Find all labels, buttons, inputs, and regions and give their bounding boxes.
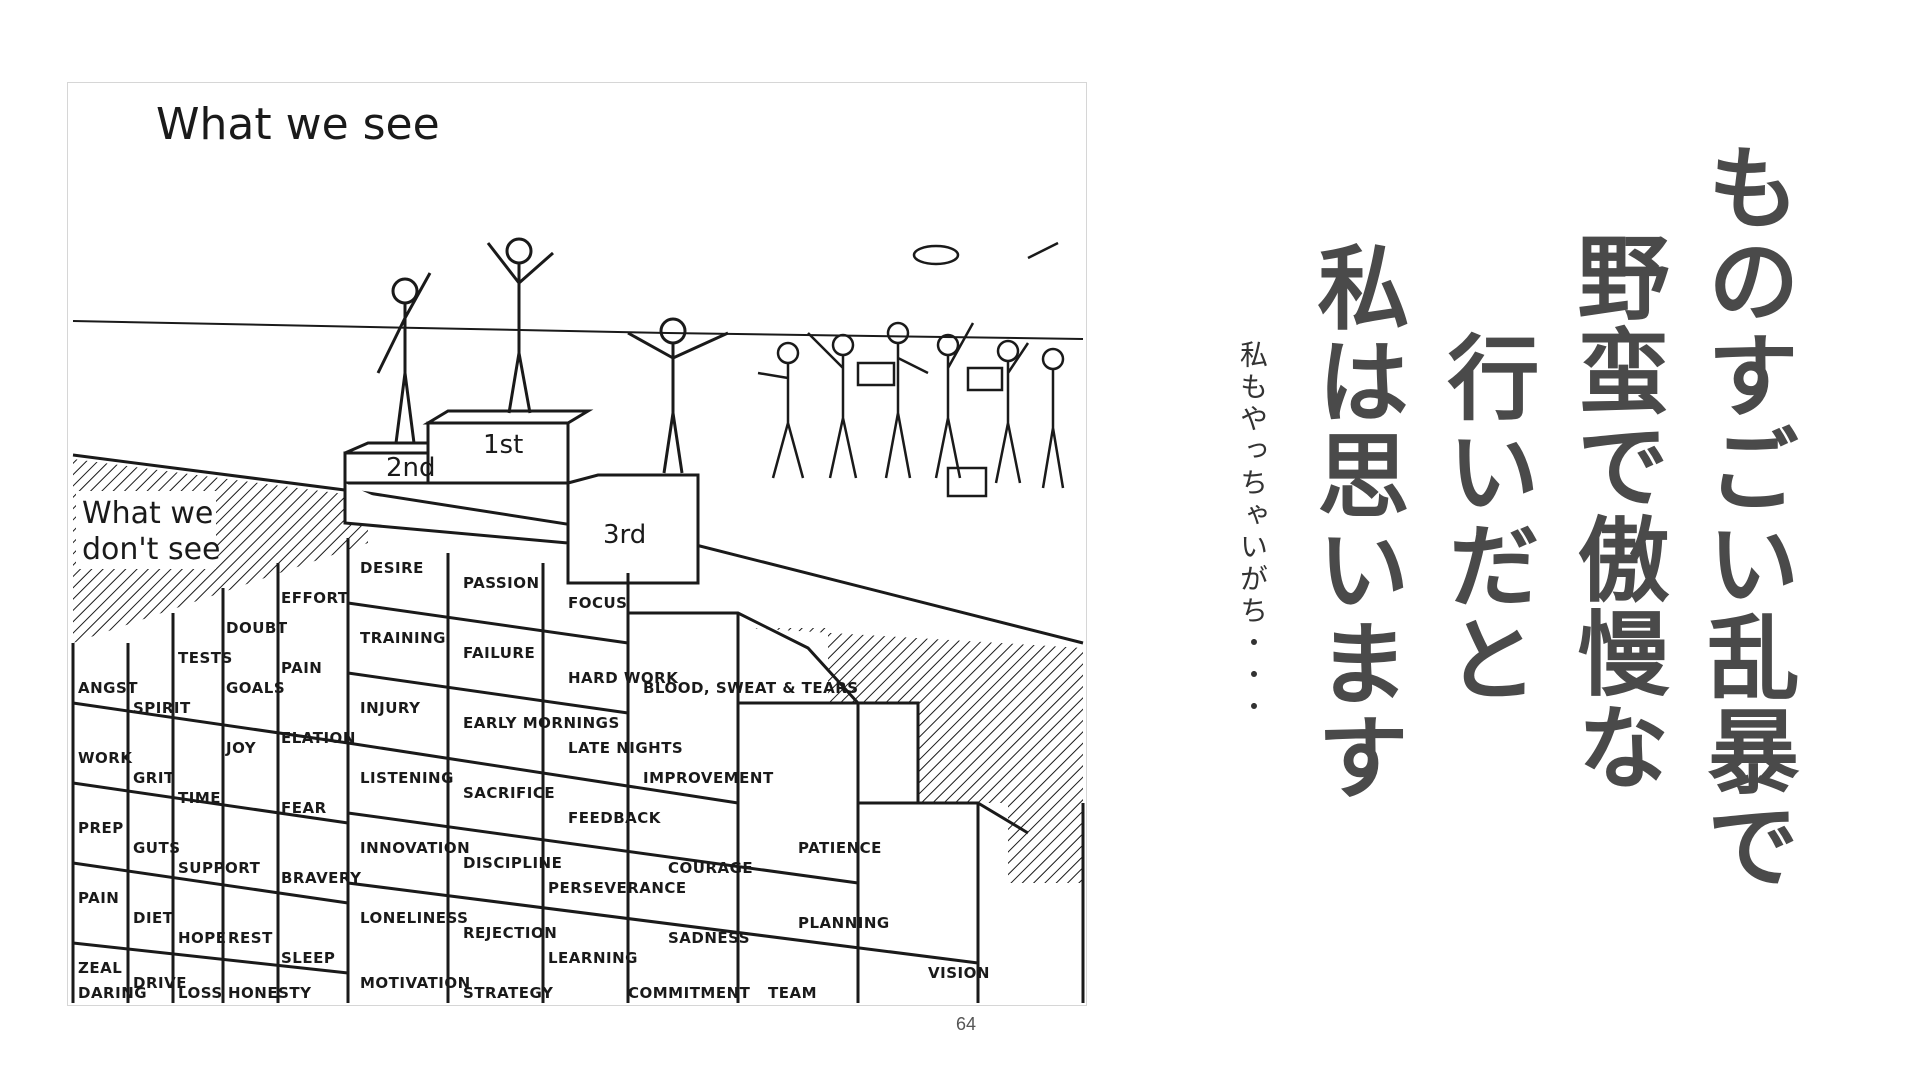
block-word: FOCUS xyxy=(568,594,628,612)
title-line-4: 私は思います xyxy=(1302,240,1410,804)
block-word: LONELINESS xyxy=(360,909,468,927)
spectators xyxy=(757,241,1065,498)
block-word: REST xyxy=(228,929,273,947)
athletes xyxy=(376,237,729,474)
block-word: PERSEVERANCE xyxy=(548,879,687,897)
block-word: WORK xyxy=(78,749,133,767)
block-word: FEEDBACK xyxy=(568,809,662,827)
block-word: TIME xyxy=(178,789,221,807)
block-word: SADNESS xyxy=(668,929,750,947)
block-word: TRAINING xyxy=(360,629,446,647)
block-word: SLEEP xyxy=(281,949,335,967)
block-word: FAILURE xyxy=(463,644,535,662)
block-word: GUTS xyxy=(133,839,181,857)
block-word: DESIRE xyxy=(360,559,424,577)
block-word: STRATEGY xyxy=(463,984,554,1002)
block-word: COMMITMENT xyxy=(628,984,751,1002)
podium xyxy=(343,409,700,585)
block-word: PLANNING xyxy=(798,914,890,932)
block-word: PREP xyxy=(78,819,124,837)
block-word: BRAVERY xyxy=(281,869,362,887)
block-word: DRIVE xyxy=(133,974,187,992)
block-word: SACRIFICE xyxy=(463,784,555,802)
block-word: PAIN xyxy=(78,889,119,907)
block-word: ZEAL xyxy=(78,959,122,977)
title-line-3: 行いだと xyxy=(1432,330,1540,706)
block-word: SUPPORT xyxy=(178,859,261,877)
block-word: BLOOD, SWEAT & TEARS xyxy=(643,679,859,697)
block-word: GOALS xyxy=(226,679,285,697)
block-word: HONESTY xyxy=(228,984,312,1002)
block-word: GRIT xyxy=(133,769,175,787)
block-word: EARLY MORNINGS xyxy=(463,714,620,732)
block-word: EFFORT xyxy=(281,589,349,607)
side-note: 私もやっちゃいがち・・・ xyxy=(1236,340,1269,724)
podium-second-label: 2nd xyxy=(386,453,436,483)
page-number: 64 xyxy=(955,1014,977,1034)
block-word: PAIN xyxy=(281,659,322,677)
block-word: TESTS xyxy=(178,649,233,667)
block-word: VISION xyxy=(928,964,990,982)
what-we-see-illustration: 2nd 1st 3rd xyxy=(67,82,1087,1006)
block-word: INNOVATION xyxy=(360,839,470,857)
block-word: LEARNING xyxy=(548,949,638,967)
podium-first-label: 1st xyxy=(483,430,523,460)
block-word: JOY xyxy=(225,739,257,757)
block-word: PASSION xyxy=(463,574,540,592)
block-word: MOTIVATION xyxy=(360,974,471,992)
underground-blocks xyxy=(71,538,1085,1003)
block-word: FEAR xyxy=(281,799,327,817)
block-word: PATIENCE xyxy=(798,839,882,857)
block-word: DIET xyxy=(133,909,174,927)
block-word: LISTENING xyxy=(360,769,454,787)
podium-third-label: 3rd xyxy=(603,520,646,550)
block-word: LATE NIGHTS xyxy=(568,739,683,757)
block-word: REJECTION xyxy=(463,924,557,942)
what-we-dont-see-heading-line2: don't see xyxy=(82,532,221,567)
block-word: INJURY xyxy=(360,699,421,717)
block-word: DISCIPLINE xyxy=(463,854,562,872)
block-word: LOSS xyxy=(178,984,223,1002)
block-word: IMPROVEMENT xyxy=(643,769,774,787)
block-word: COURAGE xyxy=(668,859,753,877)
what-we-dont-see-heading-line1: What we xyxy=(82,496,213,531)
block-word: DARING xyxy=(78,984,147,1002)
what-we-see-heading: What we see xyxy=(156,99,440,150)
block-word: ELATION xyxy=(281,729,356,747)
block-word: ANGST xyxy=(78,679,138,697)
block-word: HARD WORK xyxy=(568,669,679,687)
block-word: TEAM xyxy=(768,984,817,1002)
block-word: HOPE xyxy=(178,929,227,947)
block-word: DOUBT xyxy=(226,619,288,637)
title-line-2: 野蛮で傲慢な xyxy=(1562,230,1670,794)
title-line-1: ものすごい乱暴で xyxy=(1692,140,1800,892)
block-word: SPIRIT xyxy=(133,699,191,717)
